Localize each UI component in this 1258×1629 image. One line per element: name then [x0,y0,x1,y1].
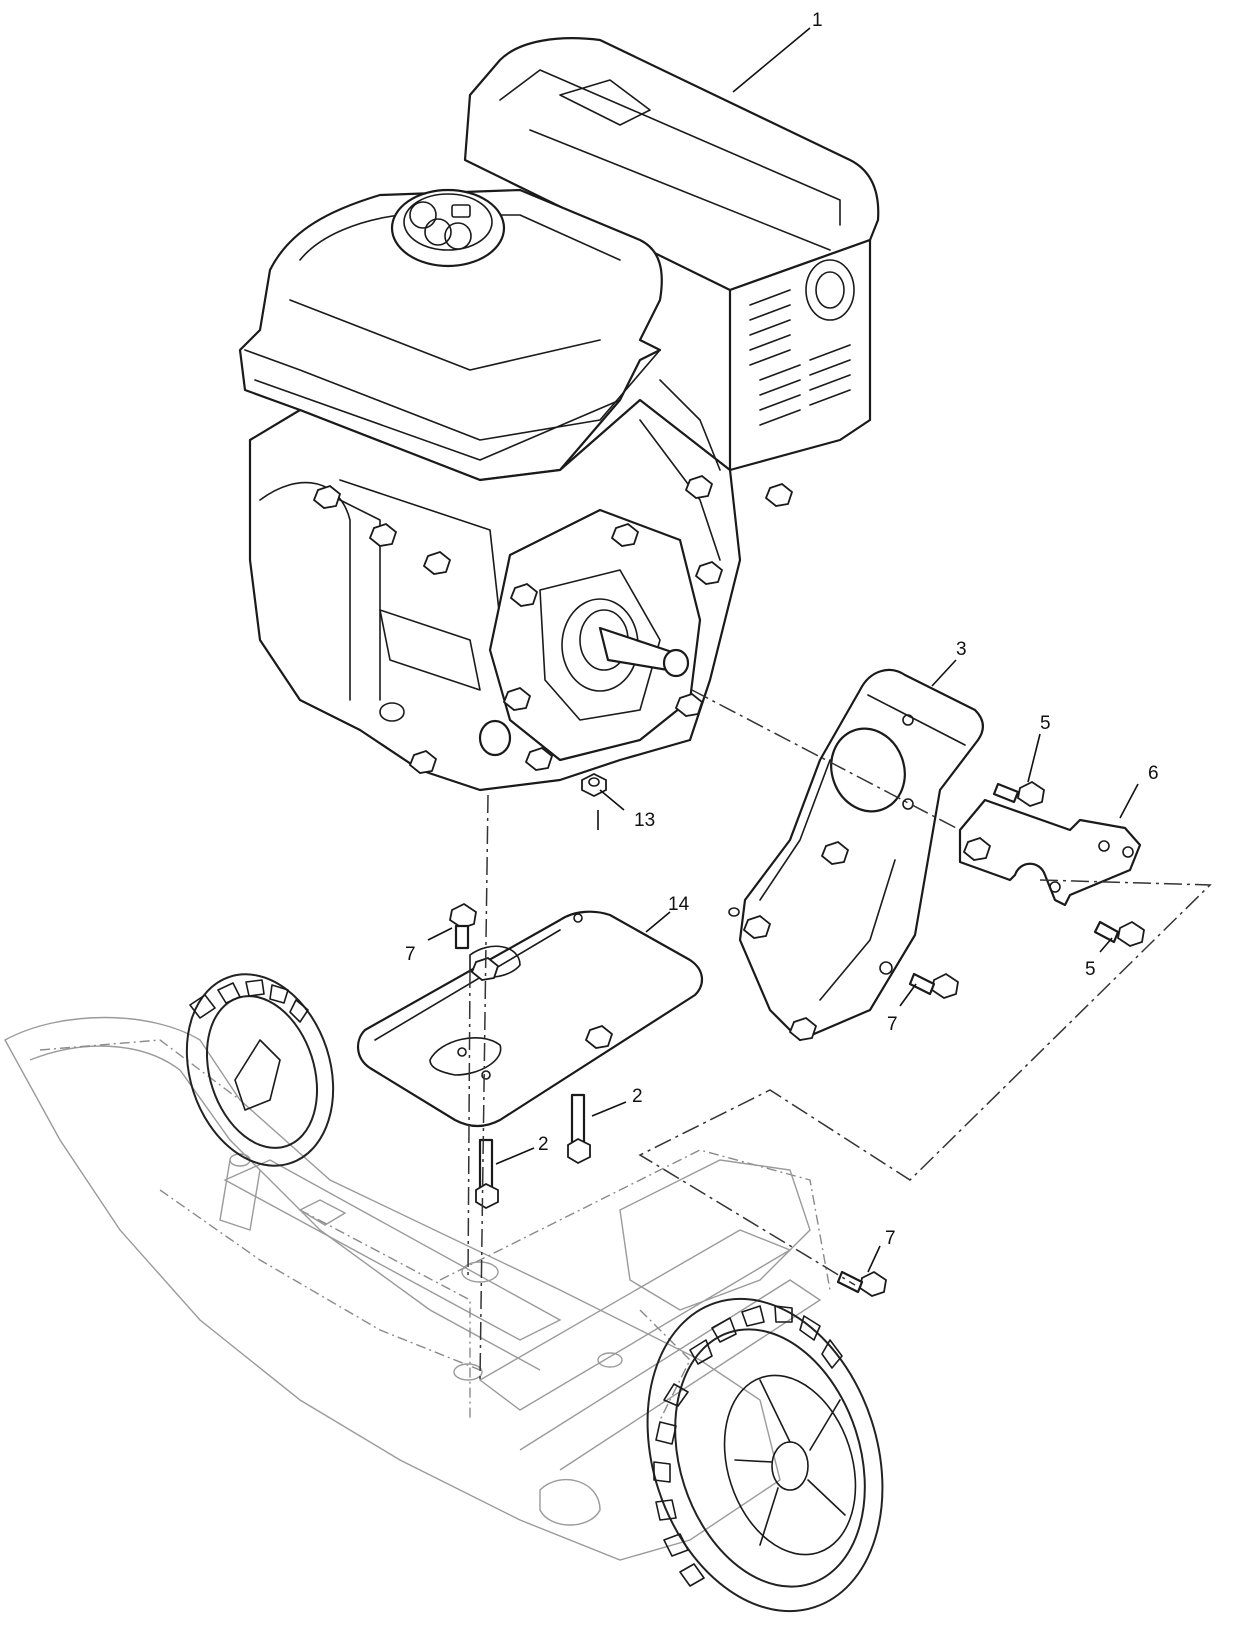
callout-7-frame: 7 [885,1228,896,1249]
bolt-7-plate [448,902,477,950]
engine-mount-plate [357,910,703,1128]
bolt-7-frame [836,1270,887,1297]
callout-13: 13 [634,810,655,831]
assembly-centerlines [467,689,1212,1381]
callout-2-left: 2 [538,1134,549,1155]
callout-7-plate: 7 [405,944,416,965]
callouts: 1 3 5 6 13 14 7 5 7 2 2 7 [405,10,1159,1249]
bolt-7-bracket [908,972,959,999]
wheel-right [646,1297,884,1613]
bracket-small [958,798,1142,907]
bolt-5-upper [992,780,1045,807]
callout-1: 1 [812,10,823,31]
callout-2-right: 2 [632,1086,643,1107]
leader-lines [427,27,1139,1273]
wheel-left [185,973,335,1167]
bolt-5-lower [1093,920,1145,947]
bolt-2-right [567,1093,591,1165]
callout-7-bracket: 7 [887,1014,898,1035]
callout-6: 6 [1148,763,1159,784]
frame-housing [4,1016,831,1561]
callout-3: 3 [956,639,967,660]
callout-5-upper: 5 [1040,713,1051,734]
adapter-bracket [728,668,984,1042]
engine-bolts [312,474,794,774]
callout-5-lower: 5 [1085,959,1096,980]
engine [238,37,880,792]
bolt-2-left [475,1138,499,1210]
callout-14: 14 [668,894,690,915]
